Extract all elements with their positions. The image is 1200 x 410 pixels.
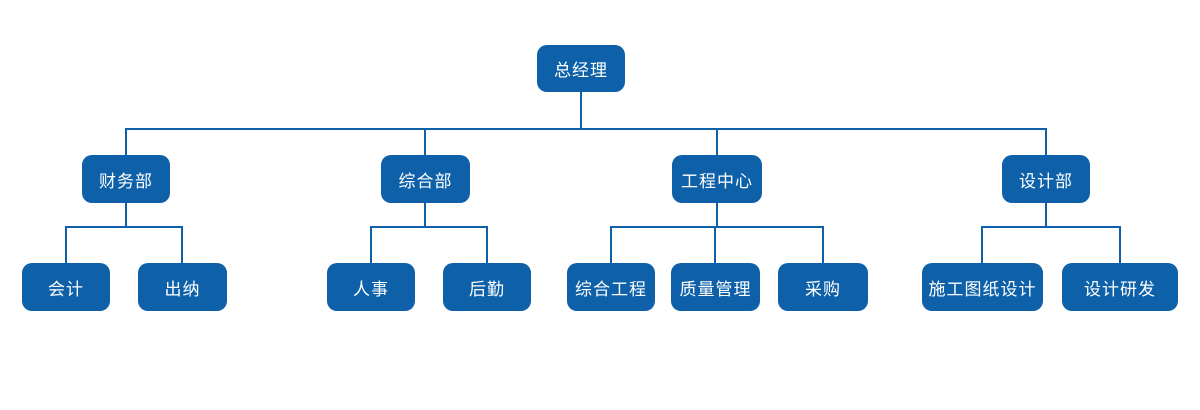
connector-line — [1045, 203, 1047, 227]
connector-line — [370, 226, 488, 228]
connector-line — [125, 128, 127, 156]
connector-line — [65, 226, 67, 264]
node-quality-management: 质量管理 — [671, 263, 760, 311]
connector-line — [370, 226, 372, 264]
connector-line — [610, 226, 612, 264]
node-cashier: 出纳 — [138, 263, 227, 311]
node-logistics: 后勤 — [443, 263, 531, 311]
connector-line — [716, 203, 718, 227]
node-procurement: 采购 — [778, 263, 868, 311]
connector-line — [181, 226, 183, 264]
node-general-affairs-dept: 综合部 — [381, 155, 470, 203]
connector-line — [580, 92, 582, 129]
connector-line — [125, 203, 127, 227]
connector-line — [822, 226, 824, 264]
connector-line — [610, 226, 824, 228]
connector-line — [981, 226, 1121, 228]
node-accounting: 会计 — [22, 263, 110, 311]
connector-line — [125, 128, 1047, 130]
connector-line — [486, 226, 488, 264]
connector-line — [65, 226, 183, 228]
node-design-dept: 设计部 — [1002, 155, 1090, 203]
node-hr: 人事 — [327, 263, 415, 311]
node-engineering-center: 工程中心 — [672, 155, 762, 203]
connector-line — [716, 128, 718, 156]
connector-line — [1045, 128, 1047, 156]
connector-line — [424, 203, 426, 227]
node-finance-dept: 财务部 — [82, 155, 170, 203]
node-general-engineering: 综合工程 — [567, 263, 655, 311]
connector-line — [981, 226, 983, 264]
connector-line — [424, 128, 426, 156]
connector-line — [1119, 226, 1121, 264]
node-construction-drawing-design: 施工图纸设计 — [922, 263, 1043, 311]
connector-line — [714, 226, 716, 264]
node-general-manager: 总经理 — [537, 45, 625, 92]
node-design-rnd: 设计研发 — [1062, 263, 1178, 311]
